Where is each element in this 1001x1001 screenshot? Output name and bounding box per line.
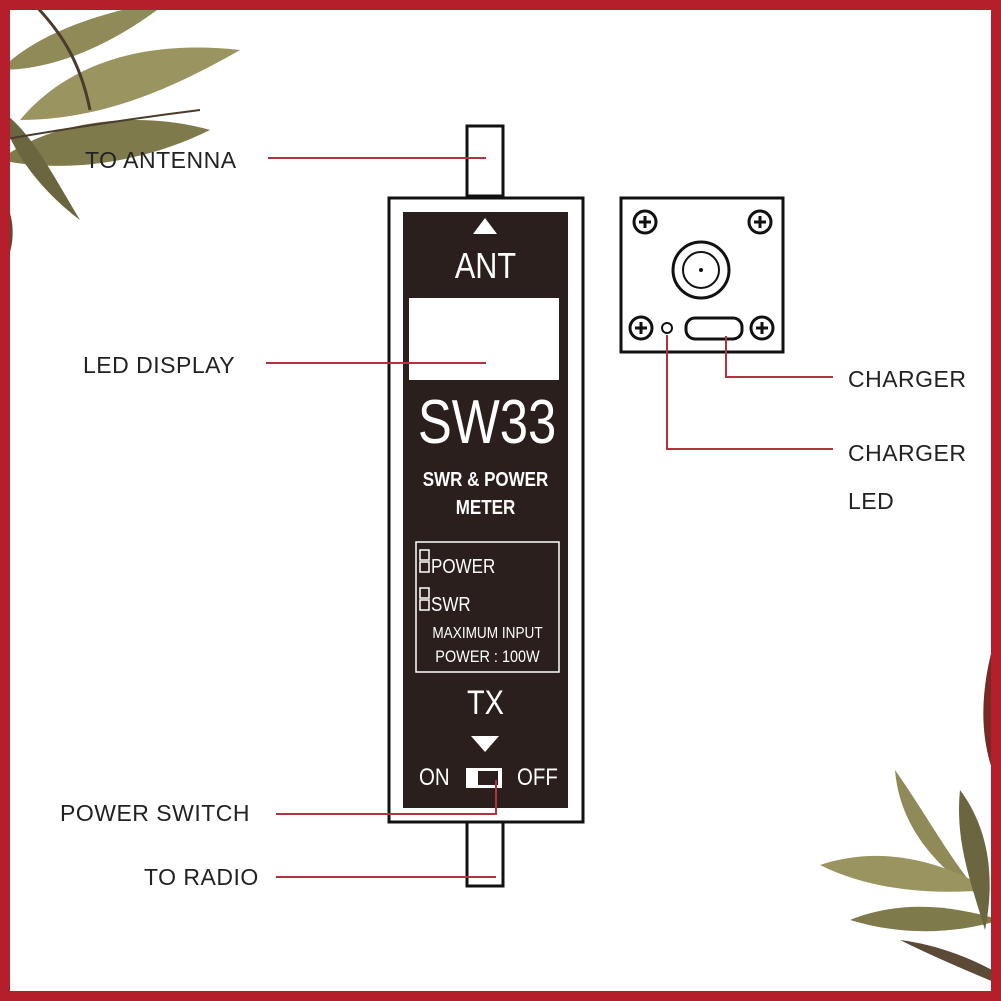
- max-input-line2: POWER : 100W: [435, 647, 540, 666]
- callout-charger: CHARGER: [848, 366, 967, 392]
- coax-connector-icon: [671, 240, 731, 300]
- leaf-decoration-icon: [820, 620, 1001, 985]
- subtitle-line2: METER: [455, 497, 516, 519]
- power-switch[interactable]: [466, 768, 502, 788]
- mode-swr-label: SWR: [431, 594, 471, 616]
- mode-power-label: POWER: [431, 556, 496, 578]
- model-name: SW33: [417, 388, 557, 457]
- callout-charger-led-line2: LED: [848, 488, 895, 514]
- charger-led-hole: [661, 322, 673, 334]
- ant-label: ANT: [454, 245, 517, 286]
- callout-charger-led-line1: CHARGER: [848, 440, 967, 466]
- plus-screw-icon: [628, 209, 775, 341]
- tx-label: TX: [467, 684, 504, 722]
- callout-power-switch: POWER SWITCH: [60, 800, 250, 826]
- callout-to-antenna: TO ANTENNA: [85, 147, 237, 173]
- subtitle-line1: SWR & POWER: [422, 469, 549, 491]
- leaf-decoration-icon: [0, 0, 240, 275]
- max-input-line1: MAXIMUM INPUT: [432, 625, 543, 642]
- usb-port-icon: [684, 316, 744, 341]
- callout-to-radio: TO RADIO: [144, 864, 259, 890]
- switch-on-label: ON: [419, 764, 450, 791]
- callout-led-display: LED DISPLAY: [83, 352, 236, 378]
- switch-off-label: OFF: [517, 764, 558, 791]
